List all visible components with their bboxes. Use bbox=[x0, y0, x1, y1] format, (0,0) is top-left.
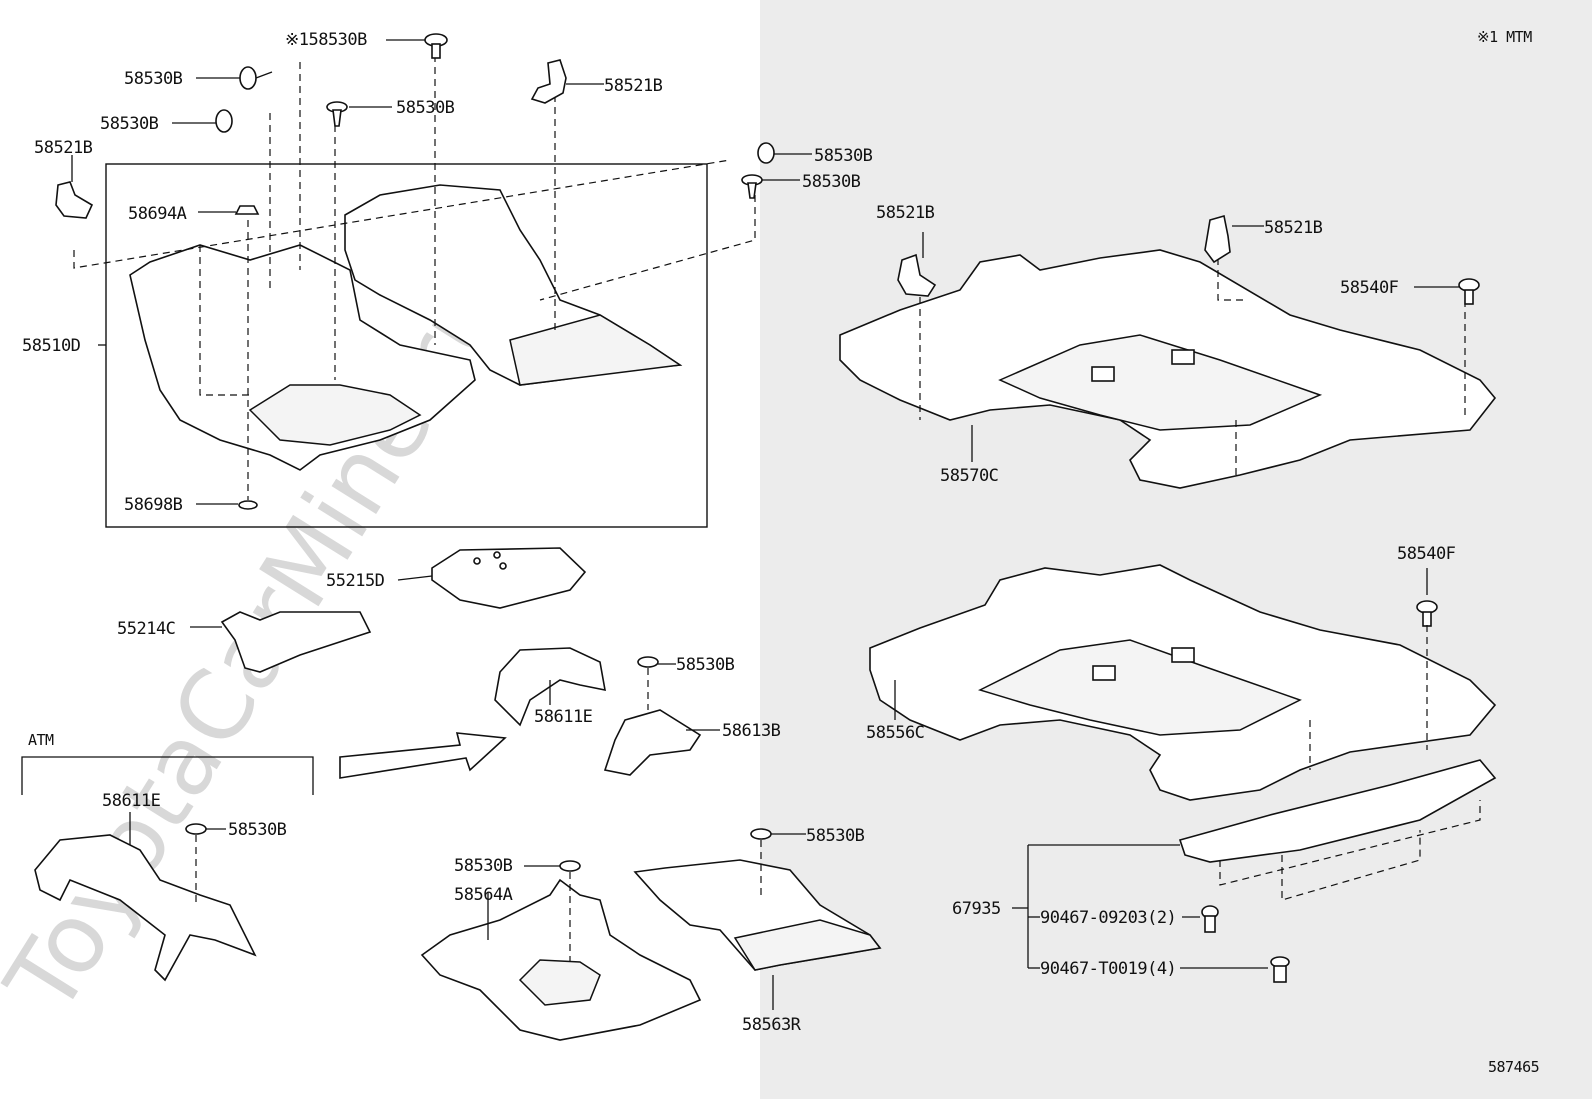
clip-90467-09203 bbox=[1201, 905, 1219, 933]
bracket-58521B-left bbox=[55, 181, 94, 219]
clip-58530B-e bbox=[741, 174, 763, 199]
label-58530B: 58530B bbox=[802, 172, 861, 192]
label-58563R: 58563R bbox=[742, 1015, 802, 1035]
label-58570C: 58570C bbox=[940, 466, 998, 486]
cover-58611E-atm bbox=[34, 834, 257, 982]
label-58521B: 58521B bbox=[1264, 218, 1323, 238]
carpet-raised-area-58556C bbox=[977, 639, 1302, 736]
clip-58530B-a bbox=[239, 66, 273, 90]
direction-arrow bbox=[339, 732, 507, 779]
nut-58694A bbox=[234, 205, 260, 215]
nut-58698B bbox=[238, 500, 258, 510]
ref-line bbox=[539, 195, 756, 301]
clip-58530B-d bbox=[757, 142, 775, 164]
label-58698B: 58698B bbox=[124, 495, 183, 515]
clip-58540F-bottom bbox=[1416, 600, 1438, 627]
label-58540F: 58540F bbox=[1397, 544, 1456, 564]
diagram-code: 587465 bbox=[1488, 1058, 1539, 1076]
label-58530B: 58530B bbox=[806, 826, 865, 846]
label-58510D: 58510D bbox=[22, 336, 81, 356]
shaded-panel-background bbox=[760, 0, 1592, 1099]
label-55215D: 55215D bbox=[326, 571, 385, 591]
ref-line bbox=[1219, 800, 1481, 886]
label-58530B: 58530B bbox=[100, 114, 159, 134]
rear-carpet-panel bbox=[509, 314, 683, 386]
label-58556C: 58556C bbox=[866, 723, 924, 743]
clip-58530B-b bbox=[215, 109, 233, 133]
label-90467-09203: 90467-09203(2) bbox=[1040, 908, 1176, 928]
clip-58530B-c bbox=[326, 101, 348, 127]
label-58521B: 58521B bbox=[876, 203, 935, 223]
cover-58613B bbox=[603, 709, 702, 776]
bracket-58521B-top bbox=[530, 59, 567, 104]
carpet-hole bbox=[1171, 647, 1195, 663]
insulator-55215D bbox=[431, 547, 587, 609]
label-67935: 67935 bbox=[952, 899, 1001, 919]
clip-58530B-right bbox=[750, 828, 772, 840]
clip-58530B-bottom bbox=[559, 860, 581, 872]
label-58530B: 58530B bbox=[454, 856, 513, 876]
label-58521B: 58521B bbox=[34, 138, 93, 158]
label-58530B: 58530B bbox=[228, 820, 287, 840]
label-58611E: 58611E bbox=[534, 707, 593, 727]
label-90467-T0019: 90467-T0019(4) bbox=[1040, 959, 1176, 979]
carpet-tunnel-58564A bbox=[518, 959, 601, 1006]
label-58564A: 58564A bbox=[454, 885, 513, 905]
label-58530B: 58530B bbox=[396, 98, 455, 118]
floor-carpet-58564A bbox=[420, 878, 702, 1041]
ref-line bbox=[199, 245, 250, 396]
atm-bracket bbox=[21, 756, 314, 795]
ref-line bbox=[1217, 258, 1248, 301]
clip-58540F-top bbox=[1458, 278, 1480, 305]
label-58540F: 58540F bbox=[1340, 278, 1399, 298]
label-58530B-star: ※158530B bbox=[285, 30, 367, 50]
label-58530B: 58530B bbox=[814, 146, 873, 166]
carpet-tunnel-58510D bbox=[248, 384, 422, 446]
label-58521B: 58521B bbox=[604, 76, 663, 96]
carpet-hole bbox=[1091, 366, 1115, 382]
label-58613B: 58613B bbox=[722, 721, 781, 741]
label-atm: ATM bbox=[28, 731, 54, 749]
carpet-hole bbox=[1171, 349, 1195, 365]
label-55214C: 55214C bbox=[117, 619, 175, 639]
clip-58530B-mid bbox=[637, 656, 659, 668]
clip-90467-T0019 bbox=[1270, 956, 1290, 983]
leader bbox=[397, 575, 433, 581]
carpet-hole bbox=[1092, 665, 1116, 681]
note-mtm: ※1 MTM bbox=[1477, 28, 1532, 46]
clip-58530B-atm bbox=[185, 823, 207, 835]
carpet-raised-area-58570C bbox=[998, 334, 1323, 431]
bracket-58521B-right-a bbox=[897, 253, 937, 297]
clip-58530B-star bbox=[424, 33, 448, 59]
ref-line bbox=[73, 159, 731, 269]
rear-carpet-58563R-panel bbox=[733, 919, 882, 971]
label-58530B: 58530B bbox=[124, 69, 183, 89]
label-58530B: 58530B bbox=[676, 655, 735, 675]
label-58694A: 58694A bbox=[128, 204, 187, 224]
sill-plate-67935 bbox=[1178, 759, 1497, 863]
bracket-58521B-right-b bbox=[1204, 214, 1231, 264]
insulator-55214C bbox=[220, 611, 372, 673]
label-58611E: 58611E bbox=[102, 791, 161, 811]
